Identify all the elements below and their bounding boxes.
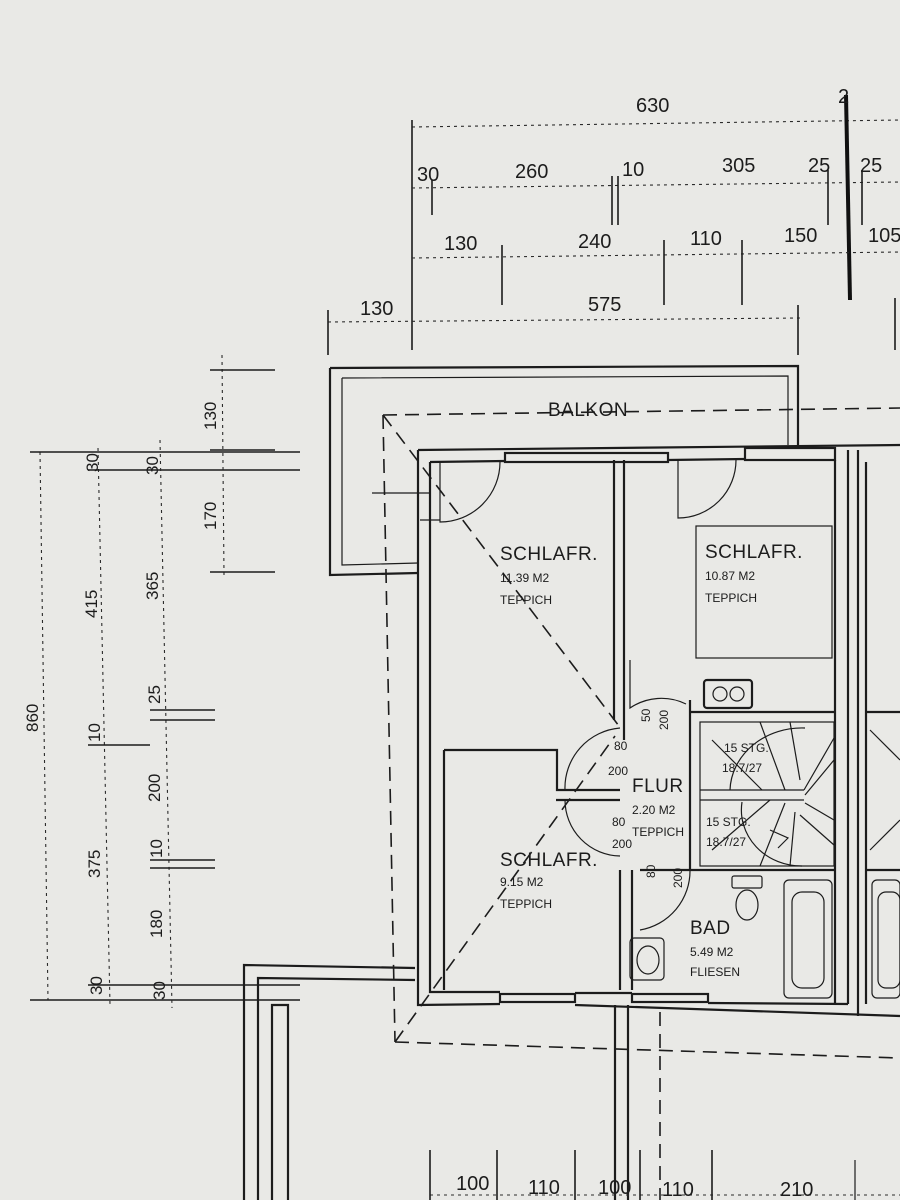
interior-walls (442, 450, 900, 1016)
schlafr1-name: SCHLAFR. (500, 544, 598, 565)
toilet-icon (731, 875, 763, 921)
dim-575: 575 (588, 294, 621, 316)
dim-170: 170 (201, 502, 220, 530)
dim-150: 150 (784, 225, 817, 247)
bathtub-neighbor-icon (871, 879, 900, 999)
bad-floor: FLIESEN (690, 965, 740, 979)
dim-240: 240 (578, 231, 611, 253)
top-dimension-chains: 630 2 30 260 10 305 25 25 130 240 110 15… (327, 86, 900, 355)
dim-10: 10 (622, 159, 644, 181)
door4-width: 50 (639, 708, 653, 722)
sink-icon (629, 937, 665, 981)
schlafr2-name: SCHLAFR. (705, 542, 803, 563)
schlafr3-area: 9.15 M2 (500, 875, 544, 889)
dim-30-top: 30 (83, 453, 102, 472)
bottom-dimensions: 100 110 100 110 210 (429, 1150, 900, 1200)
left-dimension-chains: 860 30 415 10 375 30 30 365 25 200 10 18… (23, 354, 300, 1009)
schlafr2-area: 10.87 M2 (705, 569, 755, 583)
door2-height: 200 (612, 837, 632, 851)
exterior-walls (372, 443, 900, 1059)
dim-110-bottom-2: 110 (662, 1179, 694, 1200)
door3-width: 80 (644, 864, 658, 878)
dim-180: 180 (147, 910, 166, 938)
dim-2: 2 (838, 86, 849, 108)
dim-25-left: 25 (145, 685, 164, 704)
dim-630: 630 (636, 95, 669, 117)
door3-height: 200 (671, 868, 685, 888)
dim-100-bottom: 100 (456, 1173, 489, 1195)
stairs-upper-count: 15 STG. (724, 741, 769, 755)
roof-line-lower (394, 735, 616, 1043)
dim-305: 305 (722, 155, 755, 177)
dim-100-bottom-2: 100 (598, 1177, 631, 1199)
dim-10-left-2: 10 (147, 839, 166, 858)
schlafr3-floor: TEPPICH (500, 897, 552, 911)
stairs-lower-count: 15 STG. (706, 815, 751, 829)
dim-25a: 25 (808, 155, 830, 177)
dim-260: 260 (515, 161, 548, 183)
dim-30-bottom-2: 30 (150, 981, 169, 1000)
dim-860: 860 (23, 704, 42, 732)
flur-area: 2.20 M2 (632, 803, 676, 817)
dim-415: 415 (82, 590, 101, 618)
dim-375: 375 (85, 850, 104, 878)
door4-height: 200 (657, 710, 671, 730)
flur-name: FLUR (632, 776, 684, 797)
dim-30-top-2: 30 (143, 456, 162, 475)
bad-area: 5.49 M2 (690, 945, 734, 959)
dim-25b: 25 (860, 155, 882, 177)
dim-130-left: 130 (201, 402, 220, 430)
dim-30: 30 (417, 164, 439, 186)
dim-130-balcony: 130 (360, 298, 393, 320)
bathtub-icon (783, 879, 833, 999)
fixtures (629, 678, 900, 999)
dim-110-bottom: 110 (528, 1177, 560, 1199)
schlafr3-name: SCHLAFR. (500, 850, 598, 871)
lower-structure (242, 963, 856, 1200)
door1-height: 200 (608, 764, 628, 778)
dim-10-left: 10 (85, 723, 104, 742)
schlafr2-floor: TEPPICH (705, 591, 757, 605)
door1-width: 80 (614, 739, 628, 753)
flur-floor: TEPPICH (632, 825, 684, 839)
balkon-label: BALKON (548, 400, 628, 421)
stove-icon (702, 678, 754, 710)
dim-210: 210 (780, 1179, 813, 1200)
staircase: 15 STG. 18.7/27 15 STG. 18.7/27 (699, 721, 900, 867)
dim-105: 105 (868, 225, 900, 247)
stairs-upper-ratio: 18.7/27 (722, 761, 762, 775)
stairs-lower-ratio: 18.7/27 (706, 835, 746, 849)
schlafr1-floor: TEPPICH (500, 593, 552, 607)
schlafr1-area: 11.39 M2 (500, 571, 549, 585)
dim-200-left: 200 (145, 774, 164, 802)
room-labels: SCHLAFR. 11.39 M2 TEPPICH SCHLAFR. 10.87… (500, 542, 803, 979)
bad-name: BAD (690, 918, 731, 939)
doors: 80 200 80 200 80 200 50 200 (439, 459, 737, 931)
dim-110: 110 (690, 228, 722, 250)
dim-365: 365 (143, 572, 162, 600)
door2-width: 80 (612, 815, 626, 829)
balcony: BALKON (328, 364, 900, 1043)
dim-30-bottom: 30 (87, 976, 106, 995)
dim-130: 130 (444, 233, 477, 255)
